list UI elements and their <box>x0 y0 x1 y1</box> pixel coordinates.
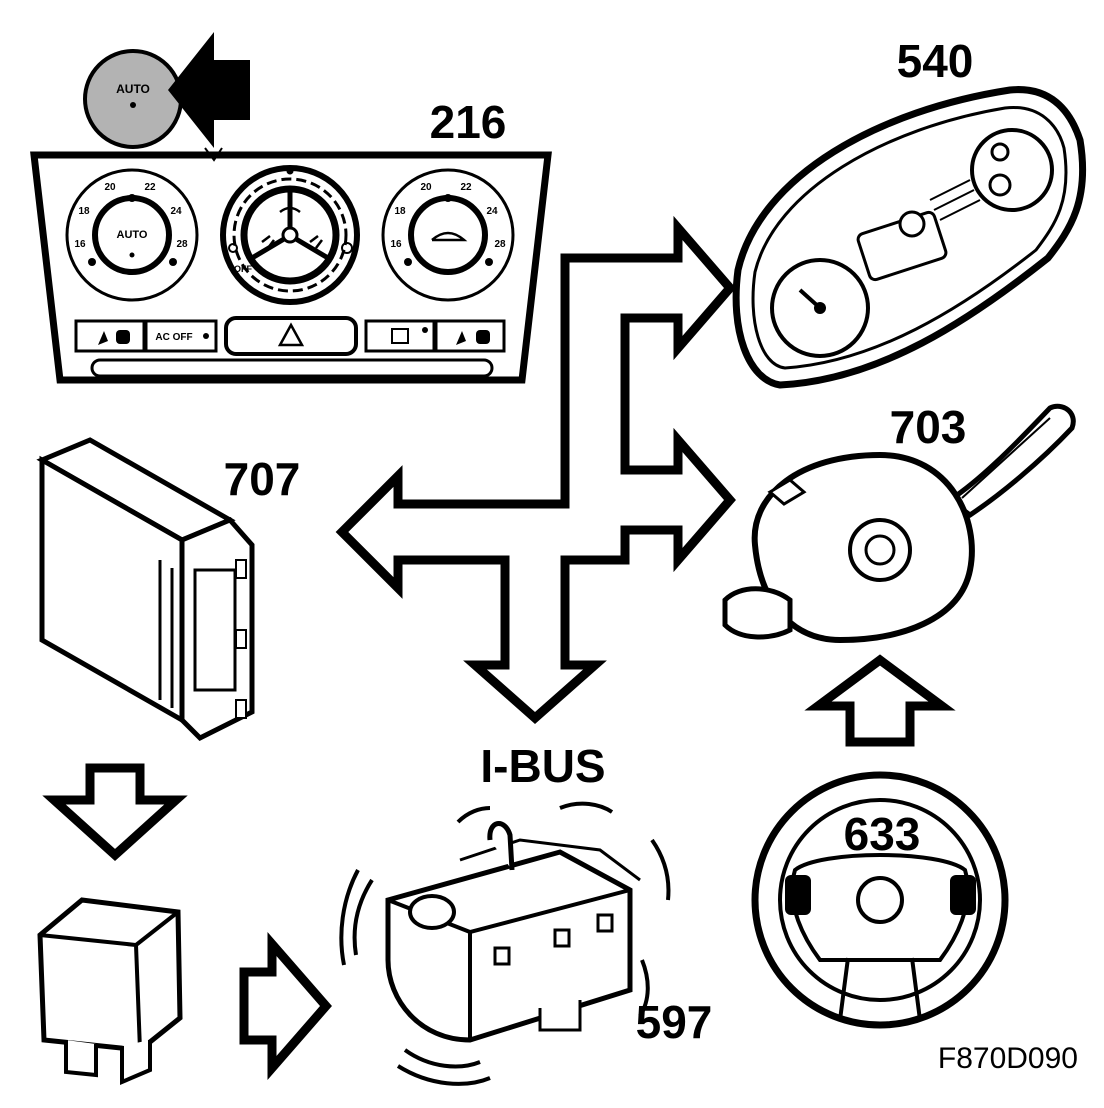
fan-off-label: OFF <box>234 264 252 274</box>
control-module-707: 707 <box>36 437 301 742</box>
bus-arrows <box>42 215 956 1081</box>
vibration-lines <box>339 801 671 1086</box>
temp-knob-right: 20 22 18 24 16 28 <box>381 168 515 302</box>
svg-text:20: 20 <box>104 182 116 193</box>
seat-heat-right-button <box>434 319 506 353</box>
svg-text:24: 24 <box>486 206 498 217</box>
climate-panel-216: AUTO 20 22 18 24 16 28 OFF <box>30 32 552 384</box>
label-703: 703 <box>890 401 967 453</box>
label-540: 540 <box>897 35 974 87</box>
hazard-button <box>224 316 358 356</box>
figure-reference: F870D090 <box>938 1042 1078 1075</box>
svg-text:22: 22 <box>144 182 156 193</box>
svg-text:16: 16 <box>74 239 86 250</box>
heater-597: 597 <box>339 801 713 1086</box>
arrow-up-633-to-703 <box>804 654 956 747</box>
instrument-cluster-540: 540 <box>732 35 1087 389</box>
svg-text:28: 28 <box>494 239 506 250</box>
svg-text:18: 18 <box>78 206 90 217</box>
svg-text:22: 22 <box>460 182 472 193</box>
tachometer-gauge <box>970 128 1054 212</box>
seat-heat-left-button <box>74 319 146 353</box>
connector-plug <box>722 586 793 640</box>
svg-text:28: 28 <box>176 239 188 250</box>
panel-button-row: AC OFF <box>74 316 506 356</box>
knob-left-label: AUTO <box>117 229 148 241</box>
svg-text:20: 20 <box>420 182 432 193</box>
auto-button-callout: AUTO <box>83 32 250 162</box>
rear-defrost-button <box>364 319 436 353</box>
svg-text:AC OFF: AC OFF <box>155 332 192 343</box>
label-633: 633 <box>844 808 921 860</box>
wheel-buttons-left <box>785 875 811 915</box>
column-switch-703: 703 <box>722 401 1076 644</box>
auto-button-label: AUTO <box>116 82 150 96</box>
pointer-arrow <box>168 32 250 148</box>
wheel-buttons-right <box>950 875 976 915</box>
bus-arrow-network <box>335 215 736 725</box>
steering-wheel-633: 633 <box>751 771 1009 1029</box>
arrow-right-relay-to-heater <box>239 931 332 1081</box>
arrow-down-707-to-relay <box>42 763 188 862</box>
svg-text:24: 24 <box>170 206 182 217</box>
label-216: 216 <box>430 96 507 148</box>
svg-text:16: 16 <box>390 239 402 250</box>
relay <box>37 897 183 1086</box>
temp-knob-left: AUTO 20 22 18 24 16 28 <box>65 168 199 302</box>
svg-text:18: 18 <box>394 206 406 217</box>
fan-knob-center: OFF <box>220 165 360 305</box>
label-597: 597 <box>636 996 713 1048</box>
bus-label: I-BUS <box>480 740 605 792</box>
label-707: 707 <box>224 453 301 505</box>
stalk-lever <box>945 403 1076 519</box>
